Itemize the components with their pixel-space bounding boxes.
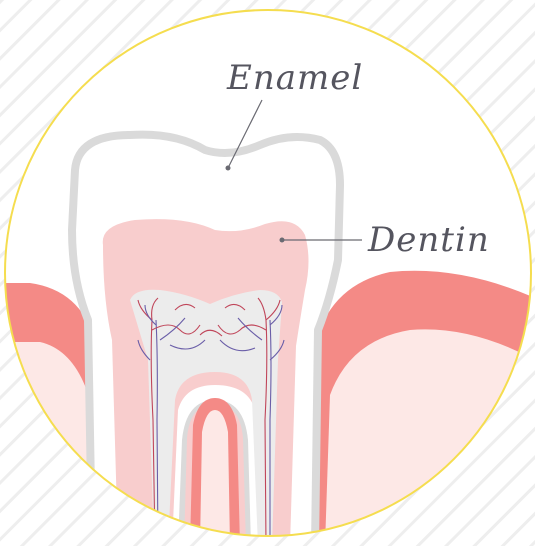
dentin-pointer-dot	[280, 238, 285, 243]
enamel-label: Enamel	[226, 58, 363, 98]
dentin-label: Dentin	[367, 220, 490, 260]
enamel-pointer-dot	[226, 166, 231, 171]
